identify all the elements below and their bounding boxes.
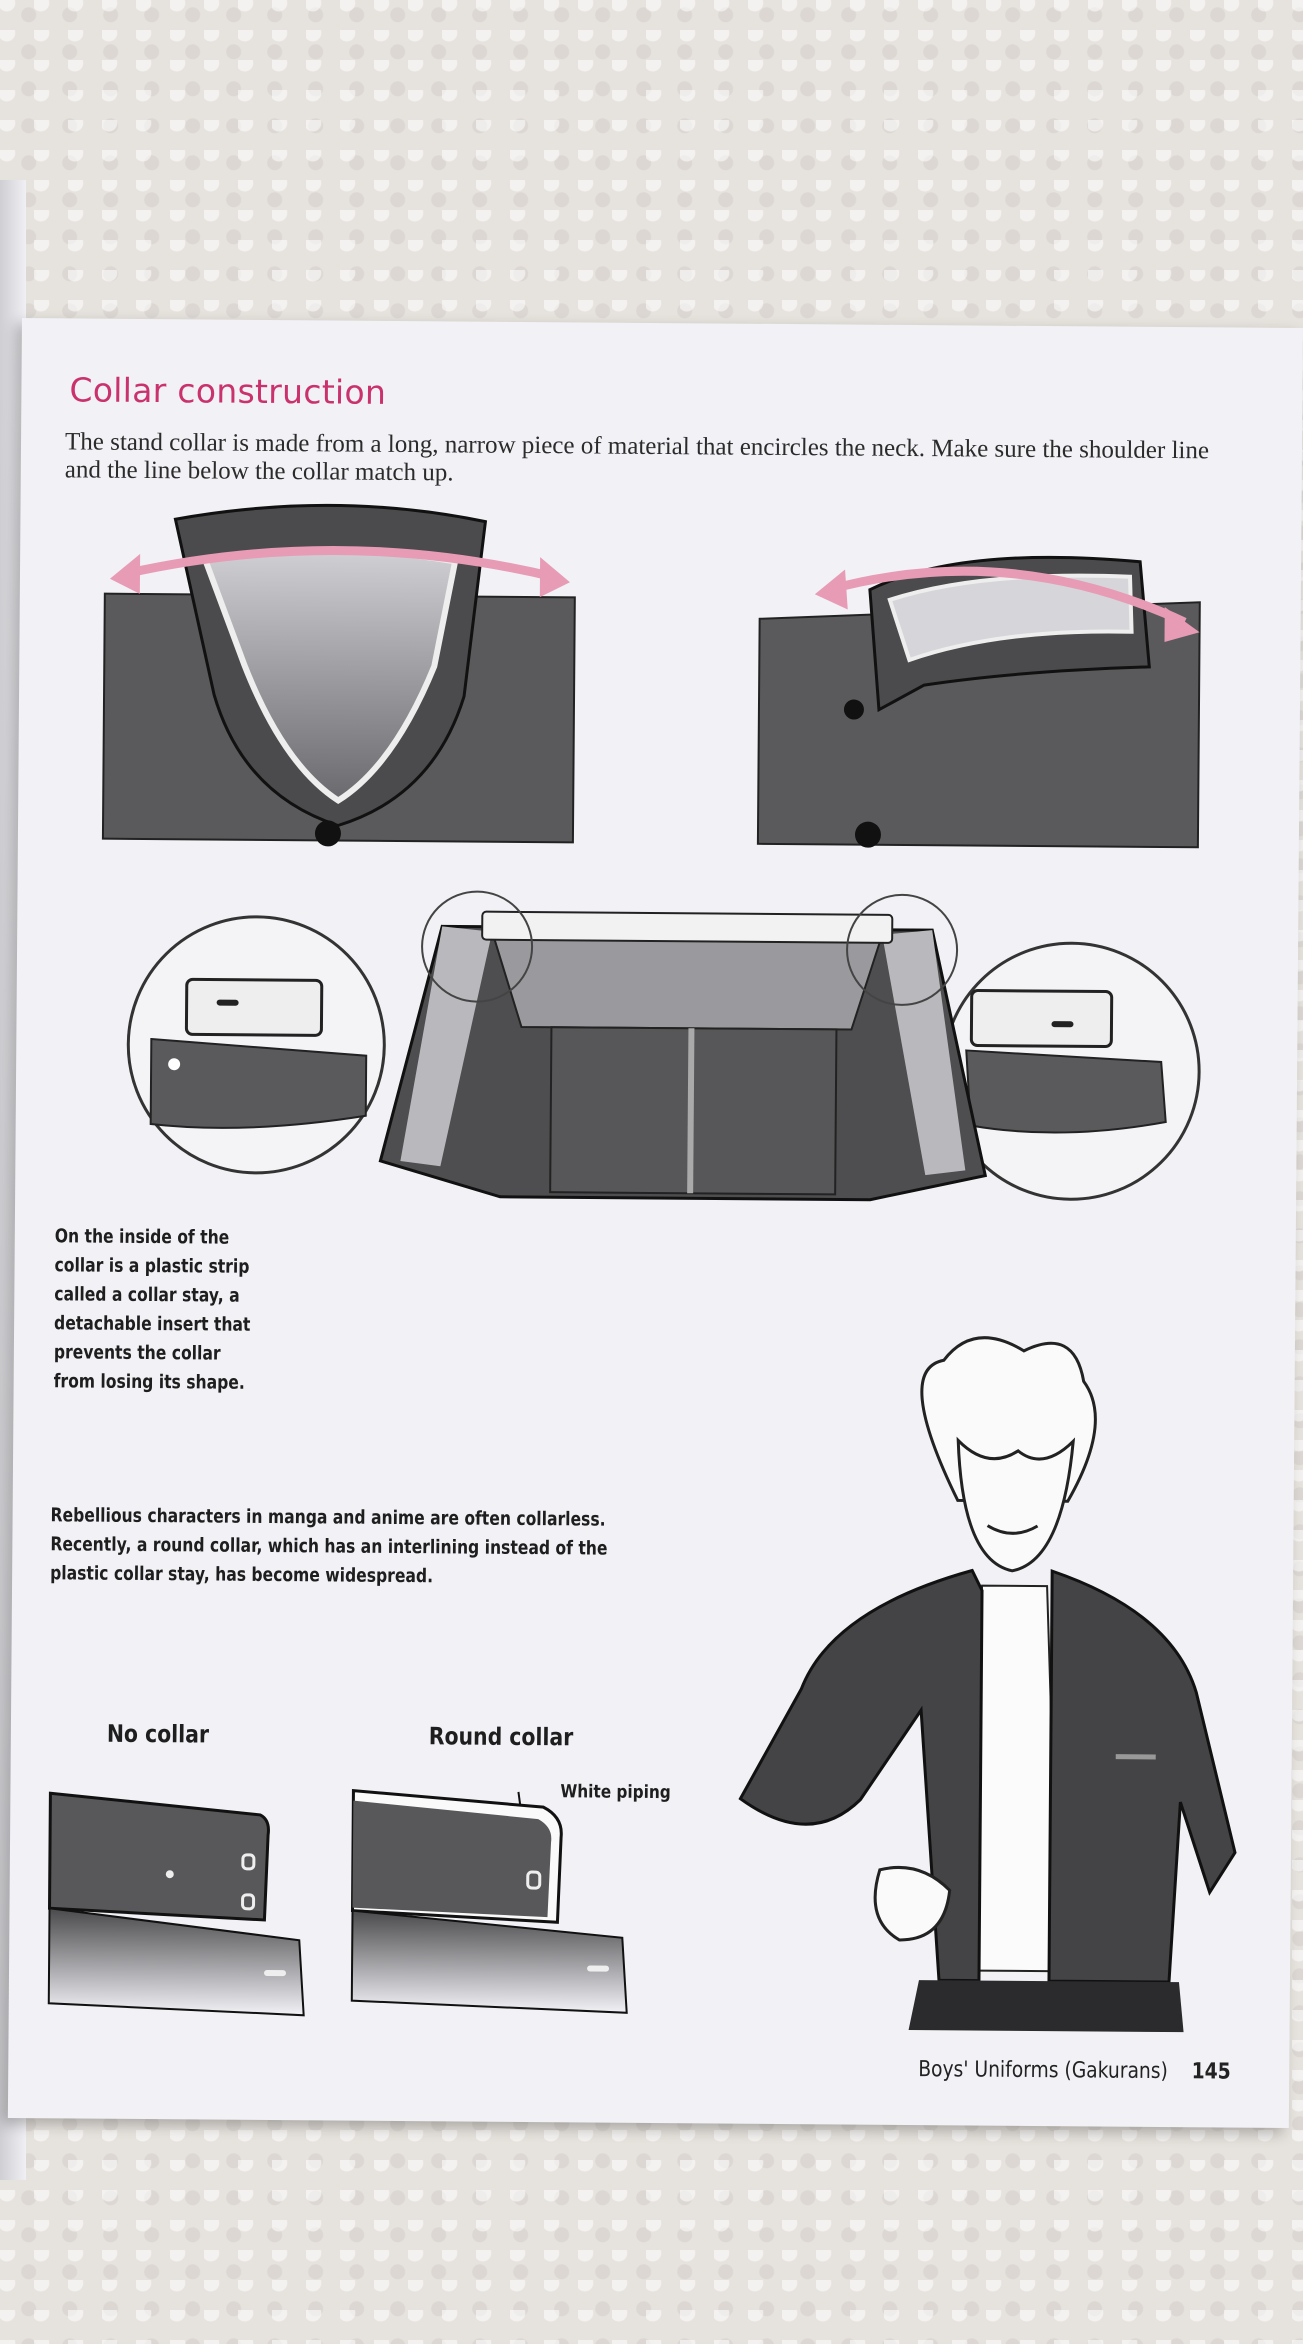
collar-stay-zoom-right	[941, 941, 1201, 1201]
section-heading: Collar construction	[69, 370, 387, 412]
collar-stay-zoom-left	[126, 915, 386, 1175]
page-footer: Boys' Uniforms (Gakurans) 145	[918, 2057, 1231, 2084]
no-collar-label: No collar	[106, 1719, 210, 1749]
no-collar-illustration	[47, 1791, 305, 2017]
front-collar-illustration	[101, 503, 576, 847]
page-number: 145	[1191, 2059, 1231, 2085]
round-collar-label: Round collar	[428, 1722, 574, 1752]
chapter-title: Boys' Uniforms (Gakurans)	[918, 2057, 1168, 2085]
intro-paragraph: The stand collar is made from a long, na…	[64, 428, 1210, 487]
collar-stay-caption: On the inside of the collar is a plastic…	[53, 1225, 251, 1394]
book-page: Collar construction The stand collar is …	[7, 318, 1303, 2129]
open-jacket-interior-illustration	[378, 890, 988, 1202]
character-illustration	[738, 1336, 1237, 2033]
round-collar-illustration	[350, 1789, 628, 2014]
side-collar-illustration	[756, 555, 1201, 849]
rebellious-characters-caption: Rebellious characters in manga and anime…	[50, 1504, 608, 1588]
